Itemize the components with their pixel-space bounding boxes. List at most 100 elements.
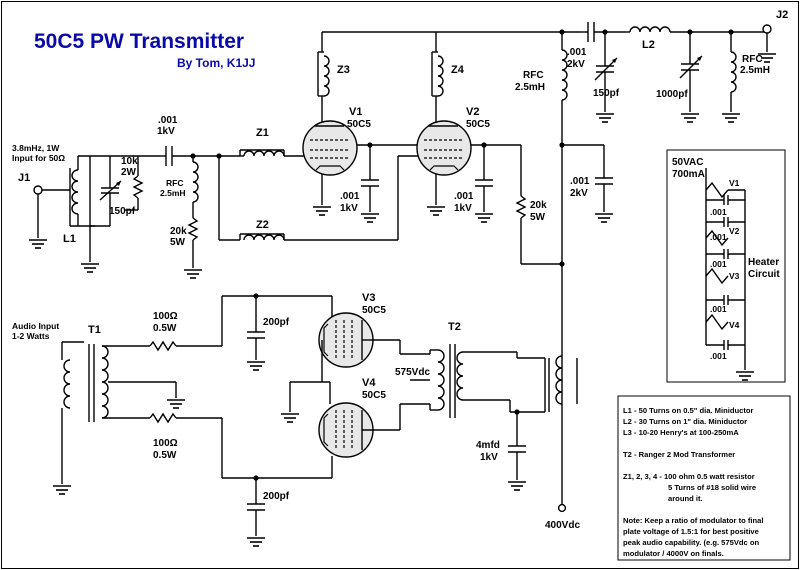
tube-v1 <box>302 120 358 216</box>
input-note-line2: Input for 50Ω <box>12 153 65 163</box>
rfc-plate-name: RFC <box>523 70 544 81</box>
tube-v1-name: V1 <box>349 106 362 118</box>
tube-v4-type: 50C5 <box>362 390 386 401</box>
resistor-10k-value: 10k <box>121 156 138 167</box>
capacitor-output-coupling <box>580 22 625 42</box>
suppressor-z1-label: Z1 <box>256 127 269 139</box>
resistor-grid-bias-value: 20k <box>170 226 187 237</box>
rfc-grid-value: 2.5mH <box>160 188 186 198</box>
capacitor-bypass-2kv <box>594 145 614 223</box>
mod-voltage-label: 575Vdc <box>395 367 430 378</box>
tube-v4-name: V4 <box>362 377 376 389</box>
capacitor-tune-input-label: 150pf <box>109 206 136 217</box>
suppressor-z3-label: Z3 <box>337 64 350 76</box>
suppressor-z4 <box>431 32 444 125</box>
resistor-100-bottom-rating: 0.5W <box>153 450 177 461</box>
heater-cap-2: .001 <box>710 259 727 269</box>
capacitor-200pf-bottom-label: 200pf <box>263 491 290 502</box>
resistor-grid-bias-rating: 5W <box>170 237 186 248</box>
heater-cap-3: .001 <box>710 304 727 314</box>
capacitor-200pf-top <box>246 296 266 371</box>
resistor-screen-20k-value: 20k <box>530 200 547 211</box>
note-ratio-line4: modulator / 4000V on finals. <box>623 549 724 558</box>
capacitor-coupling <box>160 146 240 166</box>
capacitor-pi-load <box>679 32 703 123</box>
tube-v2-type: 50C5 <box>466 119 490 130</box>
capacitor-pi-load-label: 1000pf <box>656 89 688 100</box>
jack-j1 <box>28 185 70 249</box>
note-z-line2: 5 Turns of #18 solid wire <box>668 483 756 492</box>
heater-tube-v2: V2 <box>729 226 740 236</box>
note-z-line1: Z1, 2, 3, 4 - 100 ohm 0.5 watt resistor <box>623 472 755 481</box>
heater-tube-v1: V1 <box>729 178 740 188</box>
rfc-output-value: 2.5mH <box>740 65 770 76</box>
capacitor-4mfd <box>507 412 527 491</box>
resistor-10k-rating: 2W <box>121 167 137 178</box>
capacitor-screen-v1-rating: 1kV <box>340 203 358 214</box>
resistor-100-bottom <box>149 412 222 424</box>
transformer-t2-label: T2 <box>448 321 461 333</box>
heater-string <box>705 181 745 350</box>
capacitor-screen-v1 <box>360 145 380 223</box>
audio-input-label-line1: Audio Input <box>12 321 59 331</box>
rfc-output <box>721 32 741 123</box>
capacitor-screen-v2 <box>474 145 494 223</box>
capacitor-pi-tune-label: 150pf <box>593 88 620 99</box>
capacitor-bypass-value: .001 <box>570 176 590 187</box>
input-note-line1: 3.8mHz, 1W <box>12 143 60 153</box>
coil-l2-label: L2 <box>642 39 655 51</box>
suppressor-z1 <box>239 149 306 157</box>
resistor-100-top <box>149 340 222 352</box>
choke-l3 <box>544 355 578 412</box>
tube-v1-type: 50C5 <box>347 119 371 130</box>
resistor-10k <box>124 156 144 211</box>
tube-v3-type: 50C5 <box>362 305 386 316</box>
page-title: 50C5 PW Transmitter <box>34 30 244 53</box>
note-ratio-line1: Note: Keep a ratio of modulator to final <box>623 516 764 525</box>
capacitor-tune-input <box>90 156 122 227</box>
jack-j2-label: J2 <box>776 9 788 21</box>
resistor-100-top-value: 100Ω <box>153 311 178 322</box>
heater-supply-current: 700mA <box>672 169 705 180</box>
suppressor-z3 <box>317 32 330 125</box>
heater-cap-1: .001 <box>710 207 727 217</box>
heater-supply-voltage: 50VAC <box>672 157 704 168</box>
resistor-100-top-rating: 0.5W <box>153 323 177 334</box>
resistor-screen-20k-rating: 5W <box>530 212 546 223</box>
tube-v4 <box>318 402 401 458</box>
resistor-100-bottom-value: 100Ω <box>153 438 178 449</box>
heater-tube-v4: V4 <box>729 320 740 330</box>
transformer-t2 <box>400 344 545 418</box>
capacitor-screen-v2-rating: 1kV <box>454 203 472 214</box>
supply-400vdc-label: 400Vdc <box>545 520 580 531</box>
capacitor-4mfd-rating: 1kV <box>480 452 498 463</box>
capacitor-coupling-value: .001 <box>158 115 178 126</box>
suppressor-z2-label: Z2 <box>256 219 269 231</box>
heater-cap-5: .001 <box>710 232 727 242</box>
tube-v3 <box>318 312 401 382</box>
capacitor-output-coupling-rating: 2kV <box>567 59 585 70</box>
heater-box <box>666 149 786 383</box>
note-l3: L3 - 10-20 Henry's at 100-250mA <box>623 428 739 437</box>
notes-box <box>617 395 791 561</box>
note-z-line3: around it. <box>668 494 703 503</box>
rfc-grid <box>183 156 203 279</box>
author-byline: By Tom, K1JJ <box>177 56 255 70</box>
jack-j2 <box>757 24 777 63</box>
capacitor-coupling-rating: 1kV <box>157 126 175 137</box>
capacitor-screen-v1-value: .001 <box>340 191 360 202</box>
tube-v2-name: V2 <box>466 106 479 118</box>
transformer-t1 <box>52 341 186 495</box>
audio-input-label-line2: 1-2 Watts <box>12 331 50 341</box>
coil-l1 <box>69 156 95 227</box>
rfc-output-name: RFC <box>742 54 763 65</box>
capacitor-screen-v2-value: .001 <box>454 191 474 202</box>
capacitor-output-coupling-value: .001 <box>567 47 587 58</box>
rfc-plate <box>561 32 568 505</box>
coil-l1-label: L1 <box>63 233 76 245</box>
coil-l2 <box>625 26 767 33</box>
capacitor-4mfd-value: 4mfd <box>476 440 500 451</box>
capacitor-bypass-rating: 2kV <box>570 188 588 199</box>
heater-cap-4: .001 <box>710 351 727 361</box>
